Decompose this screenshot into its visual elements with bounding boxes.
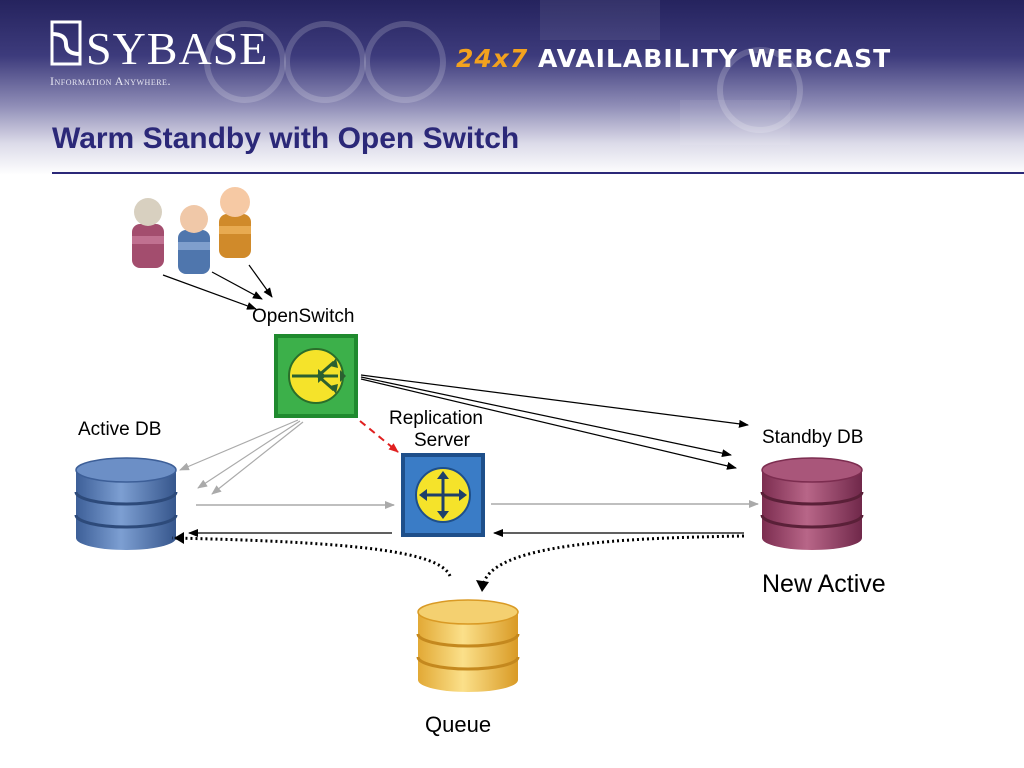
connection-arrow (211, 271, 263, 300)
queue-label: Queue (425, 712, 492, 737)
header-banner: SYBASE Information Anywhere. 24x7 AVAILA… (0, 0, 1024, 175)
webcast-title: 24x7 AVAILABILITY WEBCAST (456, 44, 891, 73)
connection-arrow (359, 420, 399, 453)
user-icon (132, 198, 164, 268)
active-db-node (74, 457, 178, 550)
replication-label-line2: Server (414, 430, 470, 451)
connection-arrow (197, 420, 301, 489)
banner-decoration (204, 0, 803, 145)
active-db-label: Active DB (78, 419, 162, 440)
connection-arrow (211, 421, 304, 495)
title-divider (52, 172, 1024, 174)
openswitch-node (274, 334, 358, 418)
webcast-prefix: 24x7 (456, 44, 529, 73)
standby-db-node (760, 457, 864, 550)
replication-server-node (401, 453, 485, 537)
webcast-suffix: AVAILABILITY WEBCAST (538, 44, 892, 73)
arrowhead (476, 580, 489, 592)
connection-arrow (162, 274, 257, 310)
connection-arrow (360, 374, 749, 428)
sybase-logo-icon (50, 20, 82, 66)
logo-wordmark: SYBASE (86, 23, 269, 74)
user-icon (178, 205, 210, 274)
dotted-connection (482, 534, 745, 583)
page-title: Warm Standby with Open Switch (52, 122, 520, 155)
standby-db-label: Standby DB (762, 427, 864, 448)
connection-arrow (179, 419, 299, 471)
new-active-caption: New Active (762, 570, 886, 598)
user-icon (219, 187, 251, 258)
openswitch-label: OpenSwitch (252, 306, 355, 327)
logo-tagline: Information Anywhere. (50, 74, 171, 88)
connection-arrow (248, 264, 273, 298)
connection-arrow (360, 376, 732, 458)
dotted-connection (171, 536, 452, 577)
replication-label-line1: Replication (389, 408, 483, 429)
queue-node (416, 599, 520, 692)
connection-arrow (360, 378, 737, 470)
arrowhead (174, 532, 184, 544)
